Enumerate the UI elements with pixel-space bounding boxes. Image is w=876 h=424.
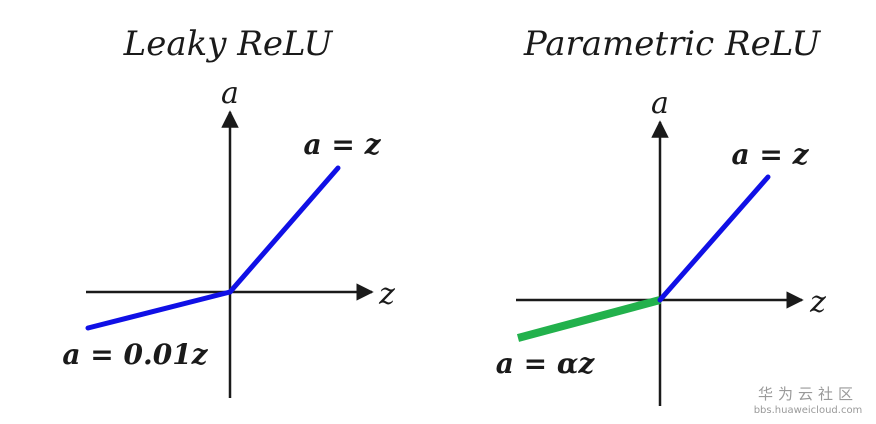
positive-formula: a = z: [304, 128, 382, 161]
positive-slope-line: [657, 174, 771, 303]
negative-slope-line: [85, 289, 233, 331]
watermark-url: bbs.huaweicloud.com: [754, 405, 863, 416]
negative-formula: a = αz: [496, 347, 596, 380]
positive-formula: a = z: [732, 138, 810, 171]
parametric-relu-panel: Parametric ReLU a z a = z a = αz: [496, 24, 826, 406]
y-axis-label: a: [221, 76, 239, 111]
watermark: 华为云社区 bbs.huaweicloud.com: [754, 385, 863, 416]
y-axis-label: a: [651, 86, 669, 121]
leaky-relu-panel: Leaky ReLU a z a = z a = 0.01z: [62, 24, 395, 398]
negative-formula: a = 0.01z: [62, 338, 208, 371]
positive-slope-line: [227, 165, 341, 295]
watermark-brand: 华为云社区: [758, 385, 858, 403]
x-axis-label: z: [809, 285, 826, 320]
panel-title: Leaky ReLU: [123, 24, 334, 64]
negative-slope-line: [516, 296, 662, 342]
panel-title: Parametric ReLU: [523, 24, 822, 64]
x-axis-label: z: [378, 277, 395, 312]
